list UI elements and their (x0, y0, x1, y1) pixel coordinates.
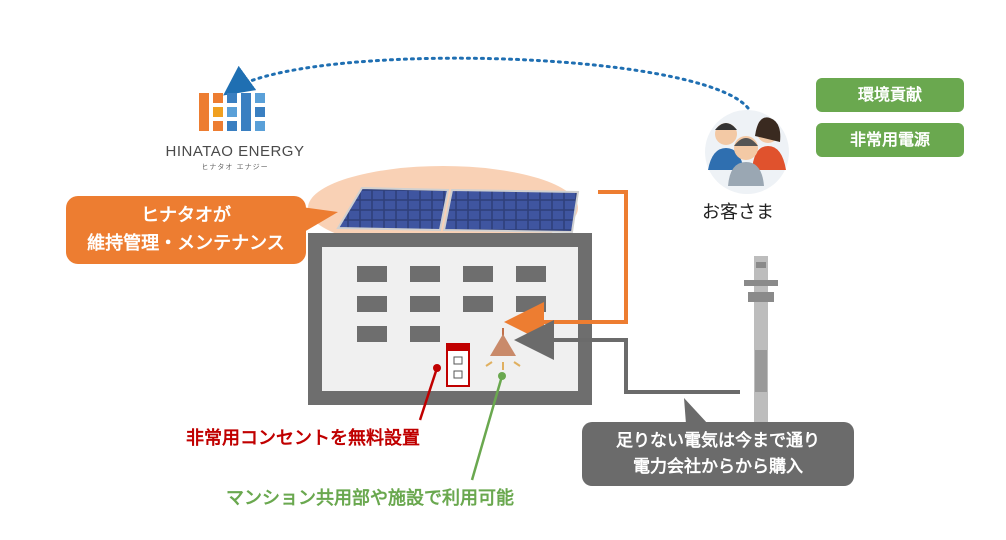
maintenance-line1: ヒナタオが (66, 202, 306, 230)
emergency-outlet (447, 344, 469, 386)
logo-subname: ヒナタオ エナジー (140, 162, 330, 172)
gray-callout-tail (684, 398, 708, 424)
solar-panel (338, 188, 578, 232)
outlet-label: 非常用コンセントを無料設置 (186, 424, 420, 450)
maintenance-line2: 維持管理・メンテナンス (66, 230, 306, 258)
logo-mark (199, 93, 265, 131)
purchase-line2: 電力会社からから購入 (582, 454, 854, 480)
purchase-line1: 足りない電気は今まで通り (582, 428, 854, 454)
badge-environment: 環境貢献 (816, 78, 964, 112)
return-arrow (228, 58, 748, 108)
badge-emergency-power: 非常用電源 (816, 123, 964, 157)
maintenance-callout: ヒナタオが 維持管理・メンテナンス (66, 196, 306, 264)
usage-label: マンション共用部や施設で利用可能 (226, 484, 514, 510)
family-icon (705, 110, 789, 194)
purchase-callout: 足りない電気は今まで通り 電力会社からから購入 (582, 422, 854, 486)
customer-label: お客さま (688, 198, 788, 224)
logo-name: HINATAO ENERGY (140, 143, 330, 160)
